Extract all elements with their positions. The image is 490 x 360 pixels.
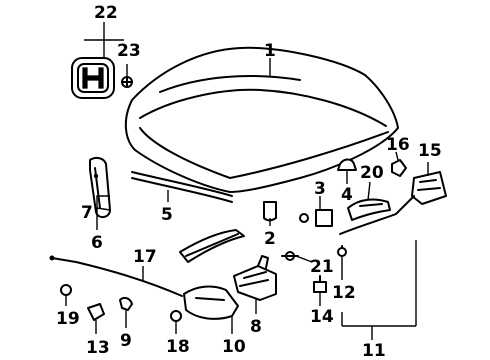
callout-6: 6 [91, 233, 103, 253]
callout-16: 16 [386, 135, 410, 155]
hood-latch [411, 171, 447, 205]
hood-emblem [71, 57, 115, 99]
callout-2: 2 [264, 229, 276, 249]
callout-15: 15 [418, 141, 442, 161]
hood-cable-guide [179, 229, 245, 263]
lock-assembly [233, 255, 277, 301]
callout-1: 1 [264, 41, 276, 61]
callouts: 1 2 3 4 5 6 7 8 9 10 11 12 13 14 15 16 1… [56, 3, 442, 360]
callout-22: 22 [94, 3, 118, 23]
callout-17: 17 [133, 247, 157, 267]
callout-23: 23 [117, 41, 141, 61]
release-handle [183, 285, 239, 320]
release-cable [49, 255, 183, 297]
leader-lines [65, 22, 429, 340]
hood-bolt [391, 159, 407, 177]
callout-10: 10 [222, 337, 246, 357]
emblem-clip [121, 76, 133, 88]
clip-19 [60, 284, 72, 296]
clip-14 [313, 275, 327, 293]
hood-hinge [89, 156, 111, 218]
callout-20: 20 [360, 163, 384, 183]
callout-14: 14 [310, 307, 334, 327]
clip-13 [87, 303, 105, 321]
clip-9 [119, 296, 133, 311]
hood-clip-4 [337, 158, 357, 171]
callout-3: 3 [314, 179, 326, 199]
callout-13: 13 [86, 338, 110, 358]
lock-catch [315, 209, 333, 227]
hood-bumper [263, 201, 277, 222]
callout-21: 21 [310, 257, 334, 277]
clip-18 [170, 310, 182, 322]
callout-9: 9 [120, 331, 132, 351]
callout-7: 7 [81, 203, 93, 223]
callout-5: 5 [161, 205, 173, 225]
callout-8: 8 [250, 317, 262, 337]
hood-panel [124, 46, 399, 193]
hood-striker [347, 198, 391, 221]
callout-4: 4 [341, 185, 353, 205]
clip-12 [337, 245, 347, 257]
callout-12: 12 [332, 283, 356, 303]
clip-3-grommet [299, 213, 309, 223]
hood-seal [131, 171, 233, 203]
callout-11: 11 [362, 341, 386, 360]
clip-21 [281, 251, 299, 261]
callout-18: 18 [166, 337, 190, 357]
callout-19: 19 [56, 309, 80, 329]
latch-release-cable [339, 195, 415, 235]
